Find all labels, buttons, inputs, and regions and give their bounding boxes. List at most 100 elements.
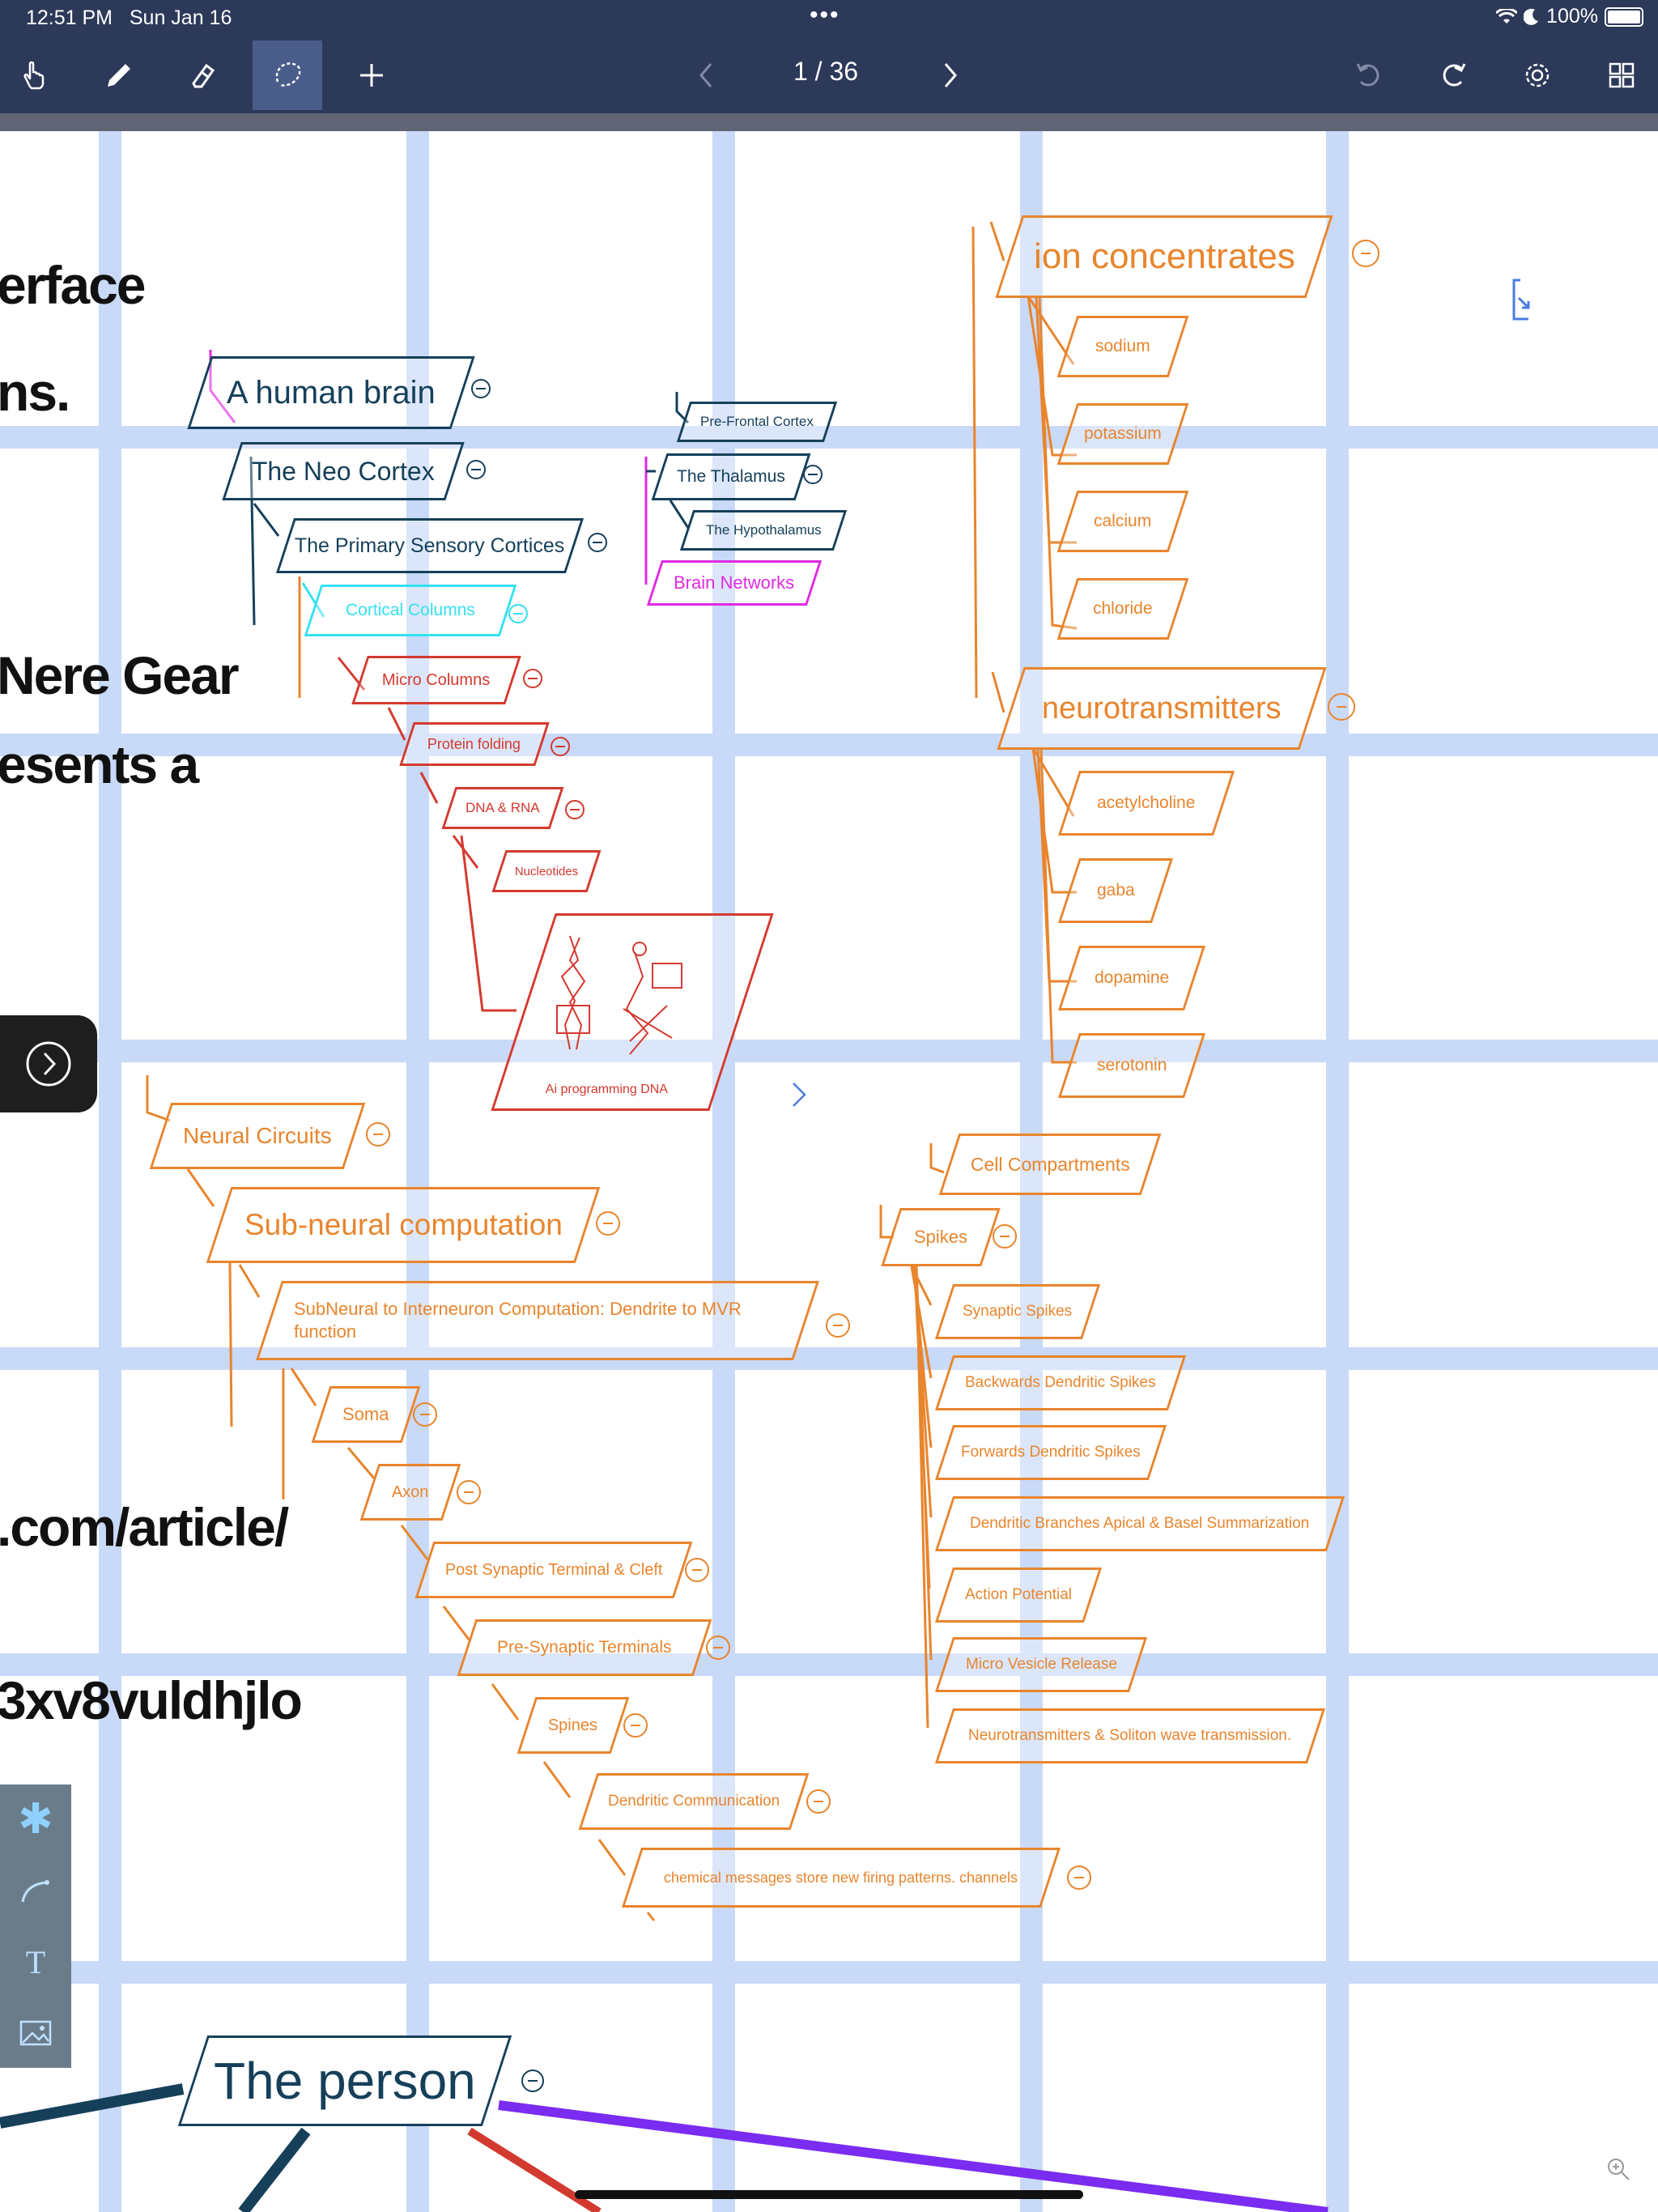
- node-pre-synaptic[interactable]: Pre-Synaptic Terminals: [457, 1619, 712, 1676]
- node-spikes[interactable]: Spikes: [881, 1208, 1001, 1266]
- collapse-icon[interactable]: [565, 800, 585, 819]
- node-micro-columns[interactable]: Micro Columns: [351, 656, 521, 704]
- collapse-icon[interactable]: [806, 1789, 831, 1814]
- node-chloride[interactable]: chloride: [1056, 578, 1189, 640]
- node-neurotransmitters-soliton[interactable]: Neurotransmitters & Soliton wave transmi…: [934, 1708, 1326, 1763]
- node-forwards-dendritic-spikes[interactable]: Forwards Dendritic Spikes: [934, 1425, 1167, 1480]
- collapse-icon[interactable]: [803, 465, 823, 484]
- collapse-icon[interactable]: [366, 1122, 390, 1146]
- collapse-icon[interactable]: [596, 1211, 620, 1236]
- background-text: .com/article/: [0, 1497, 289, 1557]
- node-protein-folding[interactable]: Protein folding: [399, 722, 550, 766]
- hand-tool-button[interactable]: [0, 40, 70, 110]
- node-action-potential[interactable]: Action Potential: [934, 1568, 1103, 1623]
- node-sub-neural-computation[interactable]: Sub-neural computation: [206, 1187, 601, 1263]
- grid-icon: [1609, 62, 1635, 88]
- node-brain-networks[interactable]: Brain Networks: [646, 560, 823, 606]
- bookmark-icon[interactable]: [1506, 275, 1538, 324]
- collapse-icon[interactable]: [523, 669, 542, 688]
- chevron-right-icon[interactable]: [787, 1078, 811, 1111]
- next-page-button[interactable]: [915, 40, 984, 110]
- status-time: 12:51 PM Sun Jan 16: [26, 6, 232, 29]
- grid-line: [0, 734, 1658, 756]
- undo-button[interactable]: [1334, 40, 1404, 110]
- collapse-icon[interactable]: [588, 533, 607, 552]
- node-synaptic-spikes[interactable]: Synaptic Spikes: [934, 1284, 1101, 1339]
- home-indicator[interactable]: [575, 2190, 1083, 2199]
- grid-line: [712, 131, 735, 2212]
- node-soma[interactable]: Soma: [311, 1386, 421, 1443]
- node-dendritic-branches[interactable]: Dendritic Branches Apical & Basel Summar…: [934, 1496, 1346, 1551]
- node-hypothalamus[interactable]: The Hypothalamus: [679, 510, 848, 551]
- grid-line: [0, 1347, 1658, 1370]
- background-text: ns.: [0, 362, 70, 422]
- status-right: 100%: [1496, 5, 1643, 28]
- collapse-icon[interactable]: [521, 2069, 544, 2092]
- collapse-icon[interactable]: [551, 737, 570, 756]
- collapse-icon[interactable]: [685, 1558, 709, 1582]
- collapse-icon[interactable]: [623, 1713, 648, 1738]
- node-potassium[interactable]: potassium: [1056, 403, 1189, 465]
- collapse-icon[interactable]: [993, 1224, 1017, 1249]
- collapse-icon[interactable]: [457, 1480, 481, 1504]
- collapse-icon[interactable]: [471, 379, 491, 398]
- node-dendritic-communication[interactable]: Dendritic Communication: [578, 1773, 810, 1830]
- collapse-icon[interactable]: [826, 1313, 850, 1338]
- redo-button[interactable]: [1418, 40, 1488, 110]
- chevron-right-circle-icon: [26, 1041, 71, 1087]
- collapse-icon[interactable]: [1067, 1865, 1091, 1890]
- node-pre-frontal-cortex[interactable]: Pre-Frontal Cortex: [676, 402, 838, 442]
- node-acetylcholine[interactable]: acetylcholine: [1058, 771, 1235, 836]
- lasso-tool-button[interactable]: [253, 40, 322, 110]
- node-ion-concentrates[interactable]: ion concentrates: [995, 215, 1333, 298]
- node-sodium[interactable]: sodium: [1056, 316, 1189, 377]
- asterisk-icon[interactable]: ✱: [18, 1796, 53, 1843]
- node-cell-compartments[interactable]: Cell Compartments: [938, 1134, 1162, 1195]
- node-nucleotides[interactable]: Nucleotides: [491, 850, 602, 892]
- node-dopamine[interactable]: dopamine: [1058, 946, 1205, 1010]
- collapse-icon[interactable]: [1328, 693, 1355, 721]
- page-indicator: 1 / 36: [793, 57, 859, 86]
- sidebar-toggle-button[interactable]: [0, 1015, 97, 1112]
- grid-line: [0, 1653, 1658, 1676]
- node-human-brain[interactable]: A human brain: [187, 356, 475, 429]
- add-tool-button[interactable]: [337, 40, 406, 110]
- page-grid-button[interactable]: [1587, 40, 1656, 110]
- node-serotonin[interactable]: serotonin: [1058, 1033, 1205, 1098]
- node-backwards-dendritic-spikes[interactable]: Backwards Dendritic Spikes: [934, 1355, 1187, 1410]
- multitasking-dots-icon[interactable]: •••: [810, 2, 840, 28]
- node-cortical-columns[interactable]: Cortical Columns: [304, 585, 517, 636]
- zoom-icon[interactable]: [1605, 2155, 1632, 2183]
- eraser-tool-button[interactable]: [168, 40, 238, 110]
- grid-line: [0, 426, 1658, 449]
- node-calcium[interactable]: calcium: [1056, 491, 1189, 552]
- curve-icon[interactable]: [0, 1856, 71, 1925]
- collapse-icon[interactable]: [1352, 240, 1380, 267]
- node-chemical-messages[interactable]: chemical messages store new firing patte…: [621, 1848, 1061, 1908]
- node-thalamus[interactable]: The Thalamus: [651, 453, 811, 500]
- collapse-icon[interactable]: [466, 460, 486, 479]
- pen-tool-button[interactable]: [84, 40, 154, 110]
- node-spines[interactable]: Spines: [517, 1697, 630, 1754]
- mindmap-canvas[interactable]: erface ns. Nere Gear esents a .com/artic…: [0, 131, 1658, 2212]
- collapse-icon[interactable]: [413, 1402, 437, 1427]
- text-icon[interactable]: T: [25, 1943, 46, 1980]
- node-neural-circuits[interactable]: Neural Circuits: [149, 1103, 366, 1169]
- collapse-icon[interactable]: [706, 1636, 730, 1660]
- node-dna-rna[interactable]: DNA & RNA: [441, 787, 564, 829]
- grid-line: [1020, 131, 1043, 2212]
- node-neurotransmitters[interactable]: neurotransmitters: [997, 667, 1327, 750]
- image-icon[interactable]: [0, 1998, 71, 2068]
- previous-page-button[interactable]: [672, 40, 742, 110]
- node-neo-cortex[interactable]: The Neo Cortex: [222, 442, 465, 500]
- node-micro-vesicle-release[interactable]: Micro Vesicle Release: [934, 1637, 1148, 1692]
- node-post-synaptic[interactable]: Post Synaptic Terminal & Cleft: [414, 1542, 693, 1598]
- grid-line: [99, 131, 121, 2212]
- redo-icon: [1443, 63, 1466, 87]
- node-subneural-interneuron[interactable]: SubNeural to Interneuron Computation: De…: [256, 1281, 819, 1360]
- collapse-icon[interactable]: [508, 604, 528, 623]
- node-the-person[interactable]: The person: [177, 2035, 512, 2126]
- toolbar-divider: [0, 113, 1658, 131]
- node-primary-sensory-cortices[interactable]: The Primary Sensory Cortices: [275, 518, 585, 573]
- settings-button[interactable]: [1503, 40, 1572, 110]
